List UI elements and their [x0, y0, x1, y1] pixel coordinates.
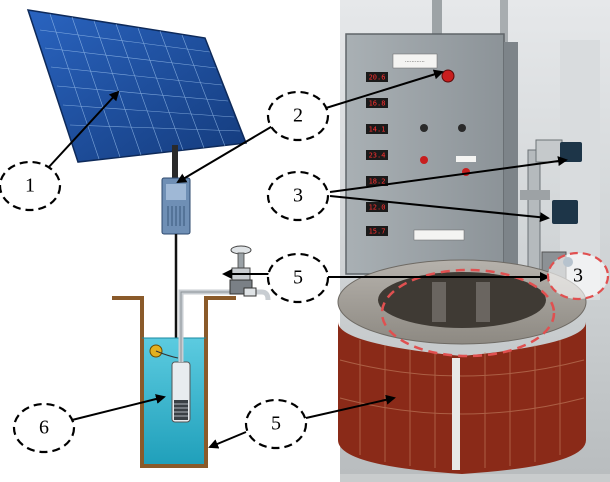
panel-displays: 20.6 16.8 14.1 23.4 18.2 12.0 15.7	[366, 72, 388, 236]
callout-3-red-label: 3	[573, 265, 583, 287]
callout-1-label: 1	[25, 175, 35, 197]
charge-controller	[161, 177, 191, 235]
callout-5-bottom-label: 5	[271, 413, 281, 435]
display-6: 12.0	[369, 204, 386, 212]
callout-1-bubble	[0, 160, 62, 212]
brick-base	[338, 322, 586, 474]
display-1: 20.6	[369, 74, 386, 82]
callout-2-label: 2	[293, 105, 303, 127]
riser-pipe	[178, 289, 271, 362]
callout-3-label: 3	[293, 185, 303, 207]
solar-panel	[26, 9, 248, 185]
callout-2-bubble	[266, 90, 330, 142]
callout-5-bottom-bubble	[244, 398, 308, 450]
display-2: 16.8	[369, 100, 386, 108]
callout-5-top-label: 5	[293, 267, 303, 289]
callout-3-red-bubble	[546, 251, 610, 301]
float-switch	[149, 344, 179, 359]
valve-assembly	[229, 245, 257, 297]
callout-6-label: 6	[39, 417, 49, 439]
display-4: 23.4	[369, 152, 386, 160]
callout-3-bubble	[266, 170, 330, 222]
callout-arrows	[47, 69, 568, 449]
display-7: 15.7	[369, 228, 386, 236]
display-5: 18.2	[369, 178, 386, 186]
callout-6-bubble	[12, 402, 76, 454]
display-3: 14.1	[369, 126, 386, 134]
submersible-pump	[171, 361, 191, 423]
cabinet-label-plate: ⋯⋯⋯⋯	[405, 59, 425, 65]
tank-opening-highlight	[380, 268, 556, 358]
callout-5-top-bubble	[266, 252, 330, 304]
installation-photo: ⋯⋯⋯⋯ 20.6 16.8 14.1 23.4 18.2 12.0 15.7	[337, 0, 610, 482]
